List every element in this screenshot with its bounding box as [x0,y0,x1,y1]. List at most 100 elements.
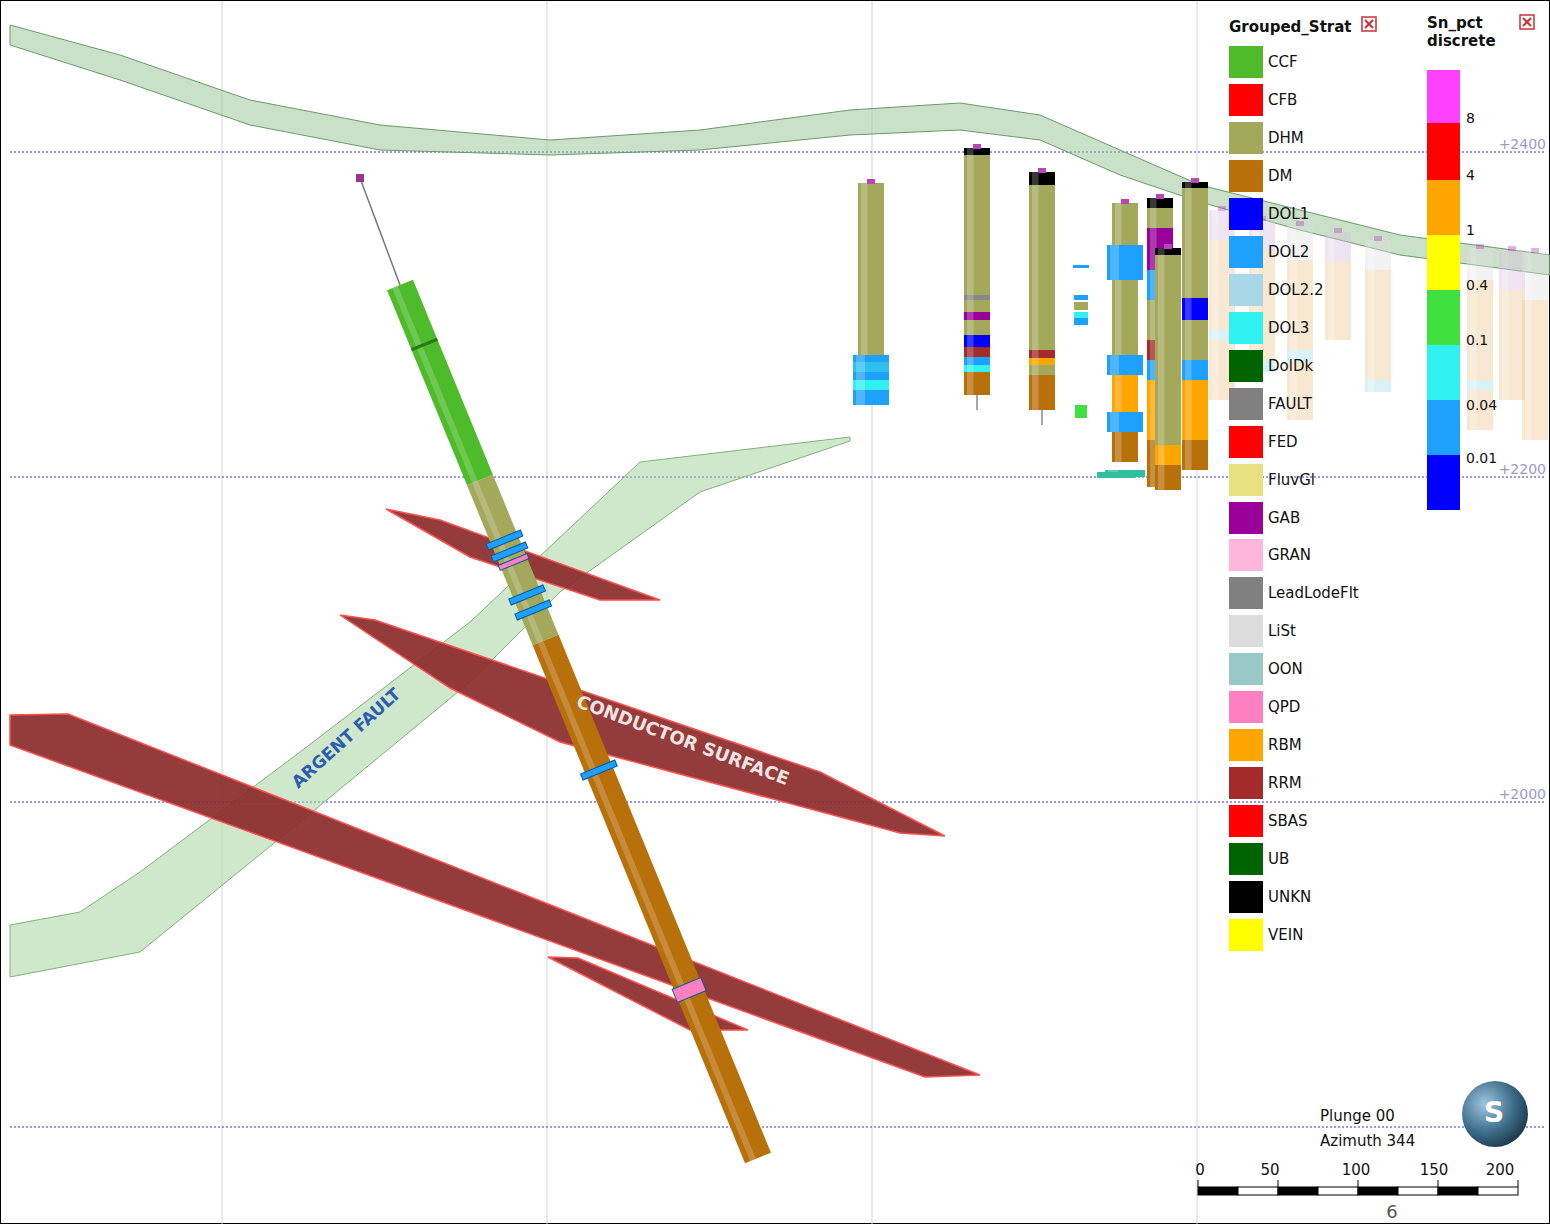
hole-interval [1155,445,1181,465]
colour-bar-value: 0.1 [1466,332,1488,349]
legend-label: QPD [1268,698,1300,716]
grid-line [222,1,223,1224]
hole-collar [1476,244,1484,249]
hole-highlight [856,380,865,390]
topography-surface [10,25,1550,275]
assay-ring [532,608,534,613]
hole-interval [964,357,990,365]
colour-bar-step [1427,235,1460,290]
hole-interval [853,390,889,405]
hole-highlight [395,287,475,482]
scale-tick [1518,1180,1519,1187]
hole-interval [853,372,889,380]
hole-highlight [1368,270,1375,380]
colour-bar-step [1427,455,1460,510]
colour-bar-value: 0.04 [1466,397,1497,414]
sample-fragment [1074,318,1088,325]
view-azimuth: Azimuth 344 [1320,1132,1415,1150]
legend-label: RRM [1268,774,1302,792]
hole-highlight [967,335,974,347]
hole-highlight [1158,445,1165,465]
close-box [1362,17,1376,31]
hole-highlight [967,295,974,300]
legend-swatch [1229,350,1263,382]
hole-highlight [1328,262,1335,340]
sample-fragment [1073,265,1089,268]
hole-highlight [967,372,974,395]
hole-interval [1182,320,1208,360]
hole-interval [1112,280,1138,355]
close-cross [1523,18,1531,26]
legend-heading: Sn_pct discrete [1427,14,1511,50]
hole-highlight [1115,375,1122,412]
hole-interval [853,355,889,362]
hole-highlight [1212,330,1219,340]
hole-highlight [1032,365,1039,375]
legend-swatch [1229,312,1263,344]
hole-interval [1112,203,1138,245]
legend-swatch [1229,881,1263,913]
hole-interval [964,372,990,395]
hole-interval [1107,412,1143,432]
hole-highlight [1185,380,1192,440]
hole-highlight [1032,358,1039,365]
hole-highlight [1150,198,1157,208]
legend-swatch [1229,236,1263,268]
hole-interval [1365,240,1391,270]
close-icon [1362,17,1376,31]
conductor-plane [10,714,980,1077]
hole-highlight [967,155,974,295]
hole-interval [400,285,480,480]
legend-label: CFB [1268,91,1297,109]
legend-label: GRAN [1268,546,1311,564]
hole-interval [1325,262,1351,340]
scale-value: 150 [1420,1161,1449,1179]
hole-highlight [1110,355,1119,375]
assay-ring [532,607,535,614]
colour-bar-step [1427,180,1460,235]
drill-hole-column [1155,244,1181,490]
logo-sphere [1462,1081,1528,1147]
legend-swatch [1229,388,1263,420]
hole-interval [480,480,546,640]
hole-interval [1499,250,1525,290]
legend-swatch [1229,615,1263,647]
legend-swatch [1229,274,1263,306]
hole-collar [973,144,981,149]
legend-swatch [1229,577,1263,609]
hole-interval [1112,432,1138,462]
scale-tick [1198,1180,1199,1187]
assay-ring [598,768,600,773]
legend-label: OON [1268,660,1303,678]
legend-swatch [1229,843,1263,875]
assay-ring [526,593,528,598]
hole-highlight [1115,280,1122,355]
scale-value: 0 [1195,1161,1205,1179]
hole-interval [1467,248,1493,280]
legend-swatch [1229,46,1263,78]
hole-trace [976,395,978,410]
hole-interval [1155,248,1181,255]
drill-hole-column [1325,228,1351,340]
hole-interval [964,300,990,312]
hole-highlight [1185,298,1192,320]
conductor-plane [340,615,945,836]
assay-ring [686,983,692,997]
scale-value: 200 [1486,1161,1515,1179]
sample-fragment [1075,405,1087,418]
legend-label: VEIN [1268,926,1303,944]
scale-tick [1438,1180,1439,1187]
hole-interval [424,343,425,346]
legend-swatch [1229,805,1263,837]
sample-fragment [1074,312,1088,318]
hole-highlight [1115,432,1122,462]
hole-interval [1365,270,1391,380]
legend-swatch [1229,767,1263,799]
hole-highlight [967,357,974,365]
drill-hole-column [1182,178,1208,470]
drill-holes [853,144,1548,490]
legend-label: FED [1268,433,1298,451]
colour-bar-value: 0.01 [1466,450,1497,467]
hole-interval [964,365,990,372]
